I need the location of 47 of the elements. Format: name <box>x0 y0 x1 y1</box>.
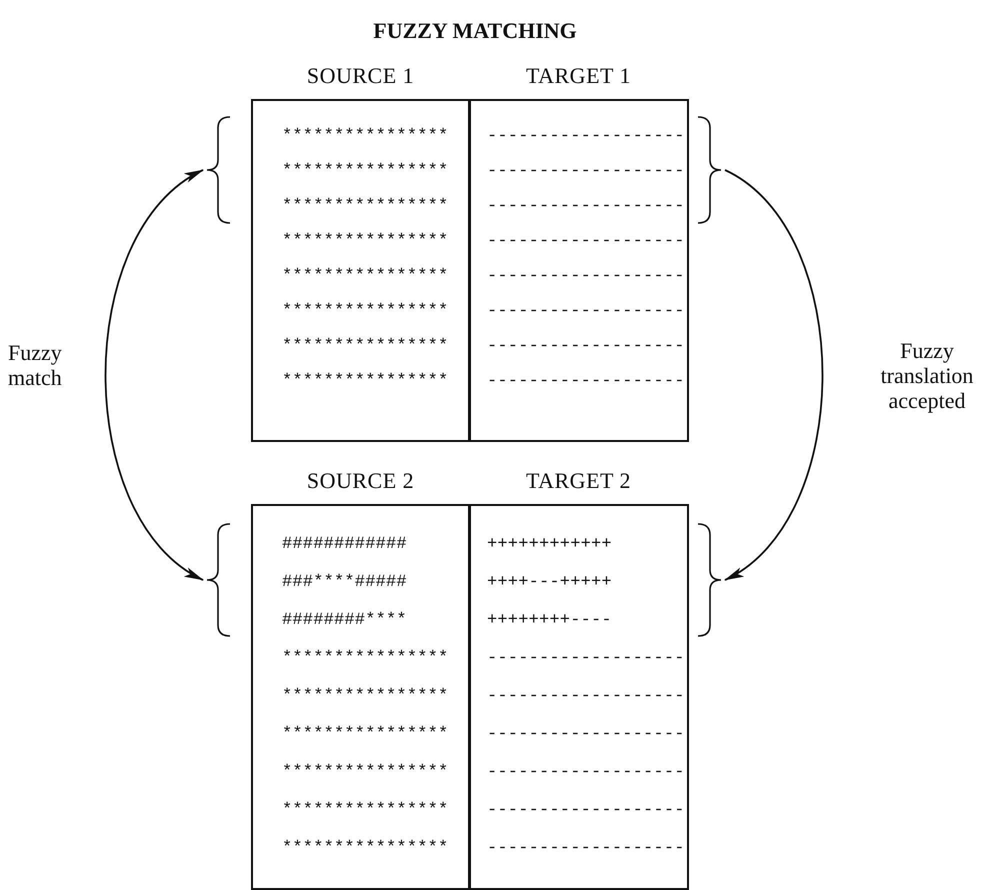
column-heading: TARGET 2 <box>526 468 632 494</box>
text-line: ++++---+++++ <box>487 573 613 593</box>
edge-label: Fuzzy match <box>8 340 63 390</box>
text-line: ++++++++---- <box>487 611 613 631</box>
curved-arrow <box>104 169 204 581</box>
text-line: **************** <box>282 162 450 182</box>
text-line: ########**** <box>282 611 408 631</box>
text-line: **************** <box>282 725 450 745</box>
text-line: **************** <box>282 197 450 217</box>
text-line: ------------------- <box>487 725 686 745</box>
edge-label: Fuzzy translation accepted <box>880 338 974 413</box>
text-line: ###****##### <box>282 573 408 593</box>
text-line: **************** <box>282 839 450 859</box>
text-line: **************** <box>282 801 450 821</box>
text-line: ------------------- <box>487 267 686 287</box>
curly-brace <box>696 523 722 637</box>
curved-arrow <box>724 169 824 581</box>
text-line: ------------------- <box>487 649 686 669</box>
text-line: ------------------- <box>487 127 686 147</box>
column-heading: TARGET 1 <box>526 63 632 89</box>
column-heading: SOURCE 2 <box>306 468 414 494</box>
text-line: **************** <box>282 232 450 252</box>
text-line: **************** <box>282 687 450 707</box>
text-line: **************** <box>282 649 450 669</box>
text-line: ++++++++++++ <box>487 535 613 555</box>
text-line: ------------------- <box>487 162 686 182</box>
diagram-title: FUZZY MATCHING <box>373 18 577 43</box>
text-line: ------------------- <box>487 763 686 783</box>
text-line: ------------------- <box>487 687 686 707</box>
text-line: **************** <box>282 127 450 147</box>
column-heading: SOURCE 1 <box>306 63 414 89</box>
text-line: ------------------- <box>487 801 686 821</box>
text-line: ------------------- <box>487 302 686 322</box>
curly-brace <box>696 116 722 224</box>
text-line: **************** <box>282 763 450 783</box>
text-line: **************** <box>282 337 450 357</box>
text-line: ------------------- <box>487 197 686 217</box>
text-line: **************** <box>282 267 450 287</box>
text-line: ------------------- <box>487 839 686 859</box>
text-line: ------------------- <box>487 232 686 252</box>
text-line: ############ <box>282 535 408 555</box>
curly-brace <box>206 523 232 637</box>
text-line: **************** <box>282 372 450 392</box>
text-line: **************** <box>282 302 450 322</box>
text-line: ------------------- <box>487 372 686 392</box>
text-line: ------------------- <box>487 337 686 357</box>
curly-brace <box>206 116 232 224</box>
